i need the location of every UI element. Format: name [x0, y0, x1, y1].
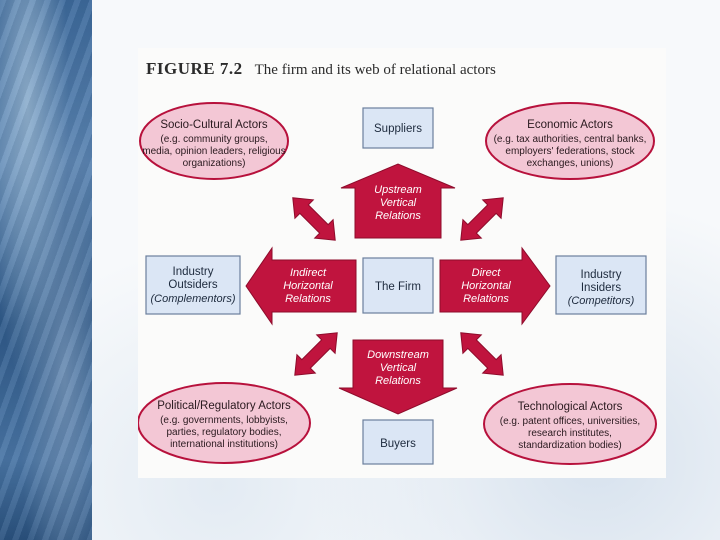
downstream-line-3: Relations: [375, 375, 421, 387]
diagonal-arrow-top-right: [460, 197, 504, 241]
socio-cultural-actors-node: Socio-Cultural Actors (e.g. community gr…: [139, 102, 289, 180]
socio-cultural-line-3: organizations): [183, 158, 246, 169]
political-regulatory-actors-node: Political/Regulatory Actors (e.g. govern…: [138, 382, 311, 464]
upstream-line-1: Upstream: [374, 184, 422, 196]
buyers-box: Buyers: [362, 419, 434, 465]
suppliers-label: Suppliers: [374, 123, 422, 135]
economic-line-1: (e.g. tax authorities, central banks,: [494, 134, 647, 145]
industry-outsiders-line-2: Outsiders: [168, 279, 217, 291]
diagonal-arrow-top-left: [292, 197, 336, 241]
technological-line-3: standardization bodies): [518, 440, 621, 451]
industry-insiders-line-2: Insiders: [581, 282, 622, 294]
socio-cultural-title: Socio-Cultural Actors: [160, 119, 268, 131]
diagonal-arrow-bottom-left: [294, 332, 338, 376]
downstream-arrow: Downstream Vertical Relations: [338, 339, 458, 415]
socio-cultural-line-1: (e.g. community groups,: [160, 134, 267, 145]
upstream-line-2: Vertical: [380, 197, 417, 209]
indirect-line-3: Relations: [285, 293, 331, 305]
direct-arrow: Direct Horizontal Relations: [439, 246, 551, 326]
the-firm-box: The Firm: [362, 257, 434, 314]
the-firm-label: The Firm: [375, 281, 421, 293]
industry-outsiders-note: (Complementors): [151, 293, 236, 305]
political-line-3: international institutions): [170, 439, 278, 450]
upstream-arrow: Upstream Vertical Relations: [340, 163, 456, 239]
economic-actors-node: Economic Actors (e.g. tax authorities, c…: [485, 102, 655, 180]
technological-line-1: (e.g. patent offices, universities,: [500, 416, 640, 427]
industry-outsiders-box: Industry Outsiders (Complementors): [145, 255, 241, 315]
industry-insiders-line-1: Industry: [581, 269, 622, 281]
industry-outsiders-line-1: Industry: [173, 266, 214, 278]
upstream-line-3: Relations: [375, 210, 421, 222]
relational-actors-diagram: Socio-Cultural Actors (e.g. community gr…: [138, 102, 657, 465]
decorative-side-strip: [0, 0, 92, 540]
technological-title: Technological Actors: [518, 401, 623, 413]
figure-heading: FIGURE 7.2 The firm and its web of relati…: [146, 59, 496, 81]
buyers-label: Buyers: [380, 438, 416, 450]
indirect-line-2: Horizontal: [283, 280, 333, 292]
suppliers-box: Suppliers: [362, 107, 434, 149]
economic-line-2: employers' federations, stock: [505, 146, 635, 157]
diagonal-arrow-bottom-right: [460, 332, 504, 376]
industry-insiders-note: (Competitors): [568, 295, 635, 307]
economic-title: Economic Actors: [527, 119, 613, 131]
indirect-arrow: Indirect Horizontal Relations: [245, 246, 357, 326]
technological-line-2: research institutes,: [528, 428, 612, 439]
political-title: Political/Regulatory Actors: [157, 400, 291, 412]
industry-insiders-box: Industry Insiders (Competitors): [555, 255, 647, 315]
direct-line-2: Horizontal: [461, 280, 511, 292]
economic-line-3: exchanges, unions): [527, 158, 614, 169]
technological-actors-node: Technological Actors (e.g. patent office…: [483, 383, 657, 465]
figure-number: FIGURE 7.2: [146, 59, 243, 78]
downstream-line-1: Downstream: [367, 349, 429, 361]
direct-line-1: Direct: [472, 267, 502, 279]
indirect-line-1: Indirect: [290, 267, 327, 279]
downstream-line-2: Vertical: [380, 362, 417, 374]
figure-panel: FIGURE 7.2 The firm and its web of relati…: [138, 48, 666, 478]
political-line-2: parties, regulatory bodies,: [166, 427, 281, 438]
figure-title: The firm and its web of relational actor…: [254, 62, 496, 78]
socio-cultural-line-2: media, opinion leaders, religious: [142, 146, 285, 157]
direct-line-3: Relations: [463, 293, 509, 305]
political-line-1: (e.g. governments, lobbyists,: [160, 415, 288, 426]
